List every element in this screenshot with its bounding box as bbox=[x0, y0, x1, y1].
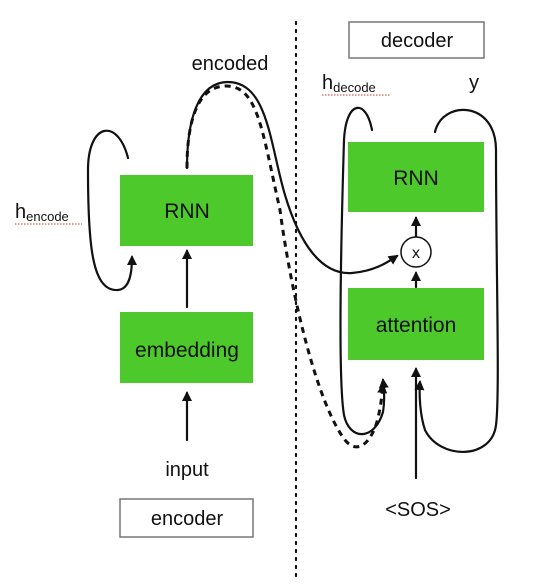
input-label: input bbox=[165, 459, 209, 481]
decoder-hidden-label: hdecode bbox=[322, 72, 376, 95]
encoder-rnn-label: RNN bbox=[164, 200, 210, 223]
decoder-label-box bbox=[348, 21, 485, 59]
encoder-label: encoder bbox=[151, 508, 224, 530]
encoded-to-attention-dashed-arrow bbox=[185, 84, 388, 449]
encoder-hidden-main: h bbox=[15, 201, 26, 223]
output-label: y bbox=[469, 72, 479, 94]
decoder-rnn-block bbox=[348, 142, 484, 212]
encoder-rnn-block bbox=[120, 175, 253, 246]
encoder-hidden-label: hencode bbox=[15, 201, 69, 224]
decoder-output-loop bbox=[414, 108, 499, 453]
decoder-label: decoder bbox=[381, 30, 454, 52]
decoder-rnn-label: RNN bbox=[393, 167, 439, 190]
encoder-hidden-loop bbox=[86, 129, 137, 292]
decoder-hidden-loop bbox=[339, 106, 389, 436]
multiply-symbol: x bbox=[412, 245, 420, 262]
encoded-label: encoded bbox=[192, 53, 269, 75]
multiply-node bbox=[400, 236, 432, 268]
encoder-label-box bbox=[119, 498, 254, 538]
embedding-block bbox=[120, 312, 253, 383]
attention-label: attention bbox=[376, 314, 457, 337]
sos-label: <SOS> bbox=[385, 499, 451, 521]
decoder-hidden-sub: decode bbox=[333, 80, 376, 95]
encoder-hidden-sub: encode bbox=[26, 209, 69, 224]
attention-block bbox=[348, 288, 484, 360]
embedding-label: embedding bbox=[135, 339, 239, 362]
decoder-hidden-main: h bbox=[322, 72, 333, 94]
